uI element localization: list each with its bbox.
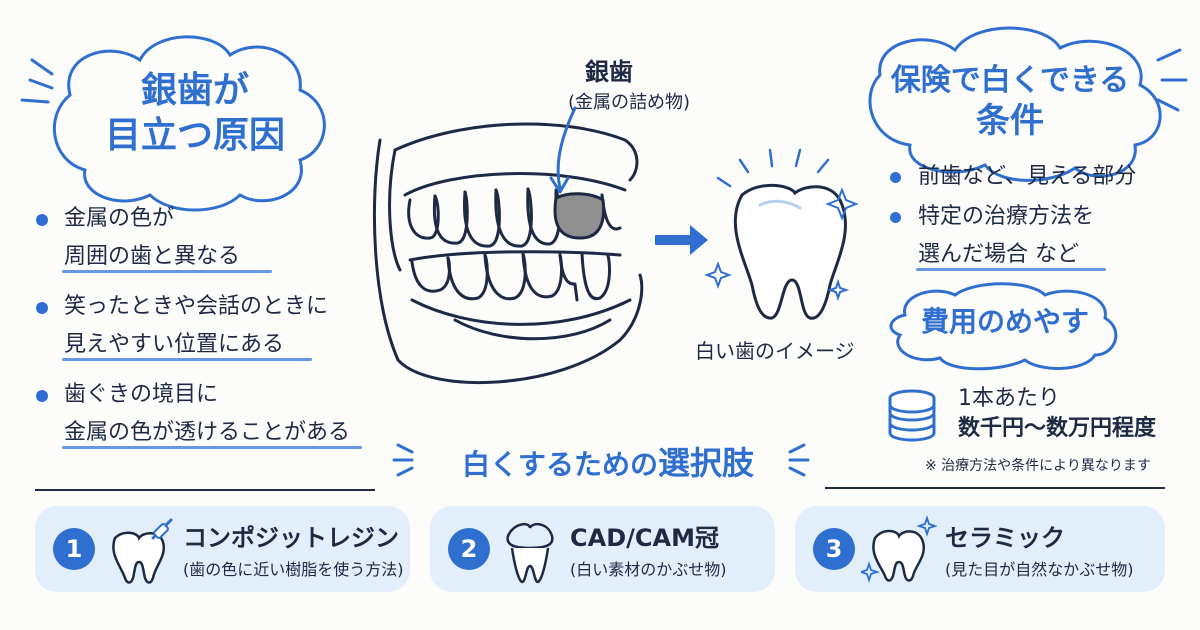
right-bullet-1: 前歯など、見える部分 bbox=[890, 158, 1136, 196]
bullet-dot bbox=[890, 172, 901, 183]
left-cloud-bubble bbox=[53, 35, 326, 212]
cost-unit: 1本あたり bbox=[958, 386, 1060, 411]
heading-emphasis-strokes bbox=[392, 443, 810, 477]
coin-stack-icon bbox=[888, 389, 936, 442]
option-card-1[interactable]: 1 コンポジットレジン (歯の色に近い樹脂を使う方法) bbox=[35, 506, 410, 592]
mouth-illustration bbox=[372, 122, 644, 385]
shine-lines bbox=[716, 148, 830, 188]
crowned-tooth-icon bbox=[506, 522, 554, 584]
transition-arrow bbox=[655, 225, 708, 255]
cost-title: 費用のめやす bbox=[920, 305, 1089, 338]
cost-cloud-bubble bbox=[889, 282, 1118, 371]
option-title-2: CAD/CAM冠 bbox=[570, 524, 719, 552]
left-title-line2: 目立つ原因 bbox=[104, 115, 285, 156]
silver-tooth-label: 銀歯 bbox=[585, 58, 633, 86]
left-title: 銀歯が 目立つ原因 bbox=[85, 68, 305, 158]
left-title-line1: 銀歯が bbox=[140, 70, 249, 111]
right-bullet-2: 特定の治療方法を 選んだ場合 など bbox=[890, 198, 1094, 274]
sparkling-tooth-icon bbox=[861, 515, 938, 583]
option-sub-2: (白い素材のかぶせ物) bbox=[570, 560, 727, 579]
left-bullet-2: 笑ったときや会話のときに 見えやすい位置にある bbox=[36, 288, 328, 364]
white-tooth-caption: 白い歯のイメージ bbox=[695, 339, 855, 363]
option-number-2: 2 bbox=[448, 528, 490, 570]
option-card-2[interactable]: 2 CAD/CAM冠 (白い素材のかぶせ物) bbox=[430, 506, 775, 592]
left-bullet-1: 金属の色が 周囲の歯と異なる bbox=[36, 200, 240, 276]
bullet-dot bbox=[36, 302, 48, 314]
option-number-1: 1 bbox=[53, 528, 95, 570]
left-emphasis-strokes bbox=[20, 58, 54, 104]
right-title: 保険で白くできる 条件 bbox=[880, 62, 1140, 142]
silver-filling-tooth bbox=[553, 192, 606, 240]
options-heading-emphasis: 選択肢 bbox=[658, 444, 755, 482]
option-title-3: セラミック bbox=[945, 524, 1065, 552]
white-tooth-illustration bbox=[733, 183, 847, 320]
sparkle-icon bbox=[825, 187, 859, 221]
right-cloud-bubble bbox=[868, 26, 1162, 182]
left-bullet-3: 歯ぐきの境目に 金属の色が透けることがある bbox=[36, 376, 350, 452]
options-heading-prefix: 白くするための bbox=[461, 448, 658, 481]
bullet-dot bbox=[36, 214, 48, 226]
option-card-3[interactable]: 3 セラミック (見た目が自然なかぶせ物) bbox=[795, 506, 1165, 592]
cost-note: ※ 治療方法や条件により異なります bbox=[925, 458, 1151, 474]
option-sub-1: (歯の色に近い樹脂を使う方法) bbox=[183, 560, 404, 579]
sparkle-icon bbox=[704, 261, 732, 289]
tooth-with-syringe-icon bbox=[112, 518, 173, 584]
bullet-dot bbox=[36, 390, 48, 402]
pointer-arrow bbox=[556, 106, 577, 190]
right-emphasis-strokes bbox=[1156, 48, 1188, 112]
cost-range: 数千円〜数万円程度 bbox=[958, 416, 1157, 441]
sparkle-icon bbox=[826, 278, 850, 302]
option-number-3: 3 bbox=[813, 528, 855, 570]
bullet-dot bbox=[890, 212, 901, 223]
options-heading: 白くするための選択肢 bbox=[428, 438, 788, 484]
right-title-line2: 条件 bbox=[976, 100, 1044, 141]
option-title-1: コンポジットレジン bbox=[183, 524, 399, 552]
silver-tooth-sublabel: (金属の詰め物) bbox=[568, 92, 691, 113]
option-sub-3: (見た目が自然なかぶせ物) bbox=[945, 560, 1134, 579]
right-title-line1: 保険で白くできる bbox=[890, 63, 1130, 98]
